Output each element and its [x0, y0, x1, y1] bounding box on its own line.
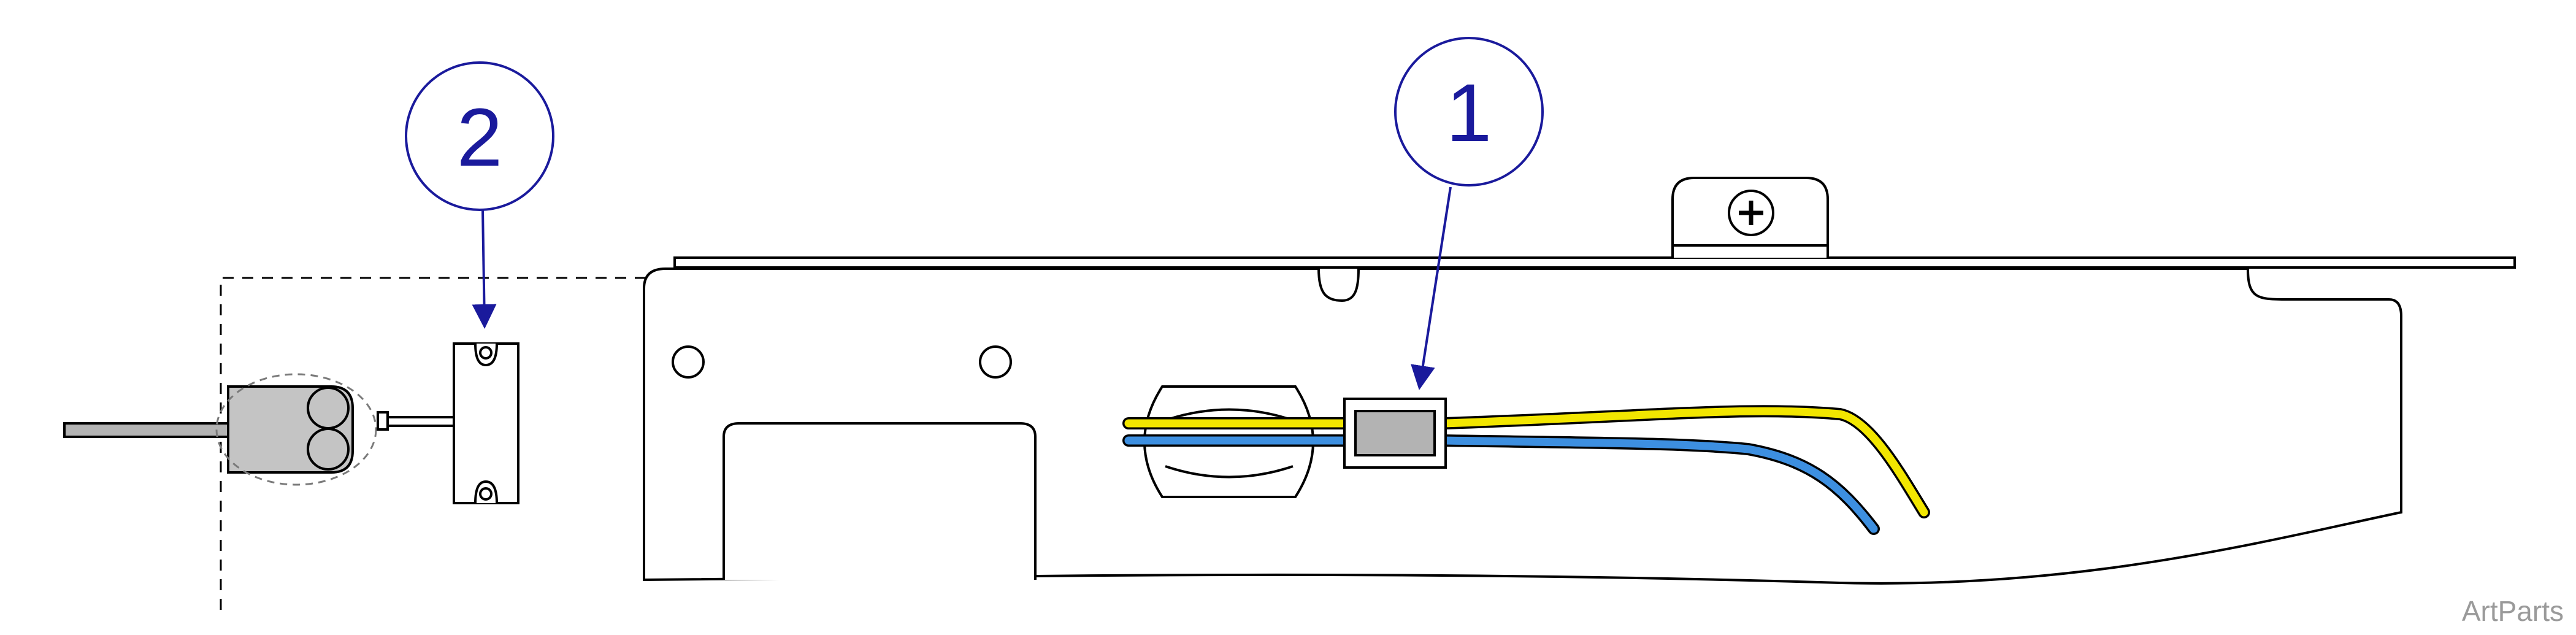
callout-2-circle	[405, 61, 554, 211]
yellow-wire	[1122, 405, 1930, 518]
wire-connector	[1343, 398, 1447, 469]
callout-2-leader-arrow	[472, 209, 497, 329]
callout-1-leader-arrow	[1411, 187, 1452, 390]
callout-1-label: 1	[1446, 67, 1492, 159]
probe-rod	[63, 422, 231, 438]
callout-2-label: 2	[457, 92, 503, 183]
top-cover-plate	[673, 256, 2516, 269]
callout-2: 2	[405, 61, 554, 329]
probe-body	[227, 385, 354, 474]
mounting-clip	[453, 342, 519, 504]
panel-cutout	[723, 422, 1037, 580]
blue-wire	[1122, 434, 1880, 535]
probe-cable	[377, 411, 454, 431]
probe-highlight-ellipse	[215, 373, 377, 486]
screw-icon	[1728, 190, 1774, 236]
artparts-watermark: ArtParts	[2462, 595, 2564, 627]
detail-view-boundary	[220, 277, 665, 614]
panel-mounting-holes	[672, 345, 1012, 379]
callout-1-circle	[1394, 37, 1544, 187]
callout-1: 1	[1394, 37, 1544, 390]
